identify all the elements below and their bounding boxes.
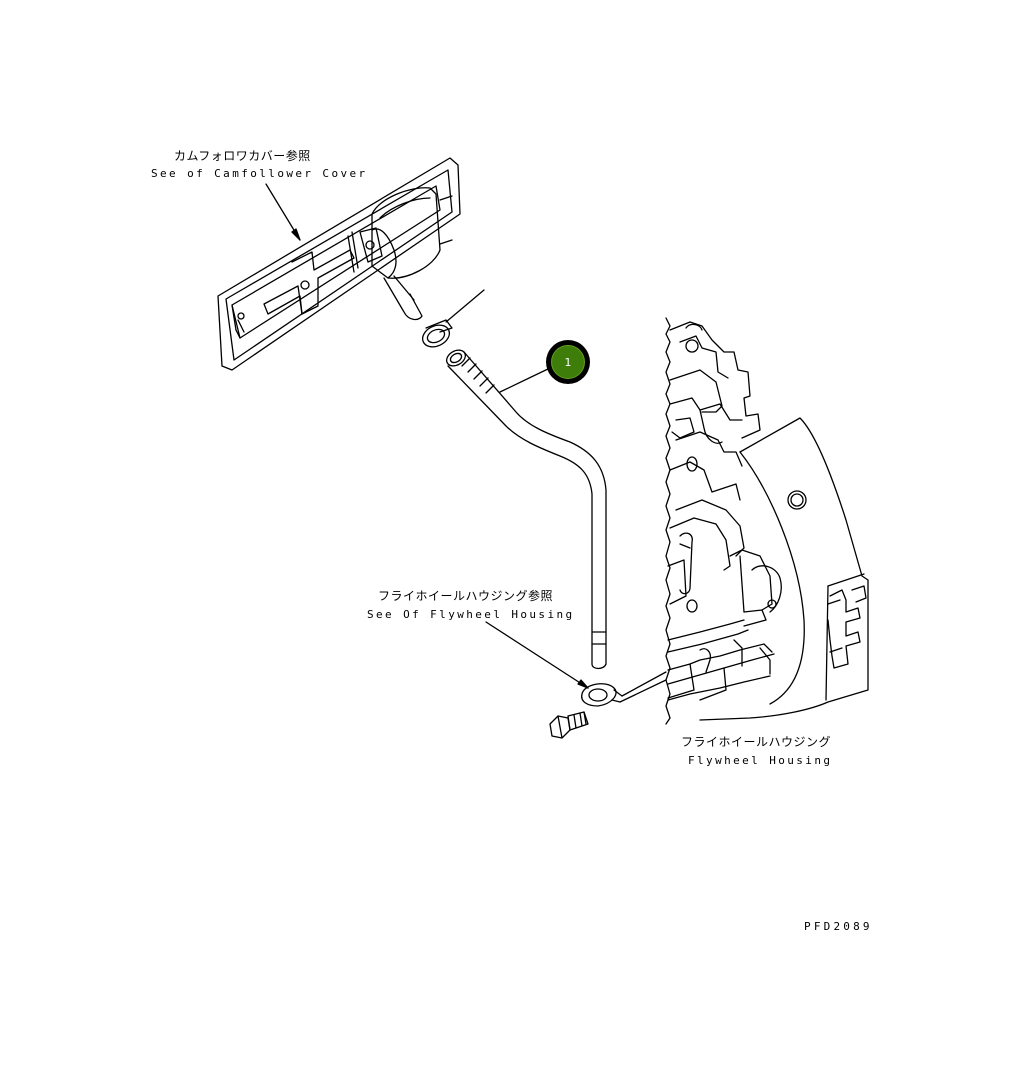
flywheel-label-jp: フライホイールハウジング [681, 735, 832, 749]
drawing-code: PFD2089 [804, 920, 873, 933]
part-callout-1[interactable]: 1 [546, 340, 590, 384]
flywheel-ref-label-jp: フライホイールハウジング参照 [378, 589, 554, 603]
flange-bolt[interactable] [550, 712, 588, 738]
flywheel-ref-label-en: See Of Flywheel Housing [367, 608, 575, 621]
flywheel-housing[interactable] [666, 318, 868, 724]
flywheel-ref-leader [486, 622, 588, 688]
hose-clamp[interactable] [419, 290, 484, 351]
camfollower-label-jp: カムフォロワカバー参照 [174, 149, 311, 163]
flywheel-label-en: Flywheel Housing [688, 754, 833, 767]
camfollower-label-en: See of Camfollower Cover [151, 167, 368, 180]
camfollower-leader [266, 184, 300, 240]
tube-bracket[interactable] [582, 672, 666, 706]
part-callout-1-number: 1 [551, 345, 585, 379]
callout-1-leader [500, 368, 550, 392]
breather-tube[interactable] [444, 347, 606, 669]
camfollower-cover[interactable] [218, 158, 460, 370]
